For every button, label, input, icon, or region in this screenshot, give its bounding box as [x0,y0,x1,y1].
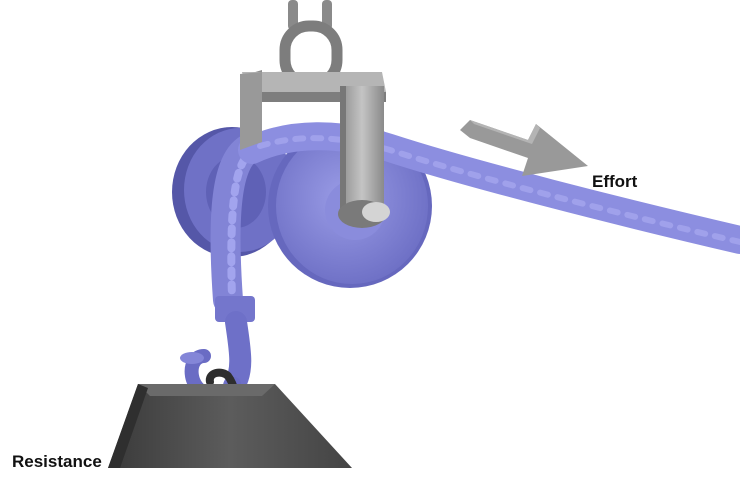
effort-label: Effort [592,172,637,192]
resistance-weight [108,373,352,468]
chain-link [285,0,337,84]
resistance-label: Resistance [12,452,102,472]
